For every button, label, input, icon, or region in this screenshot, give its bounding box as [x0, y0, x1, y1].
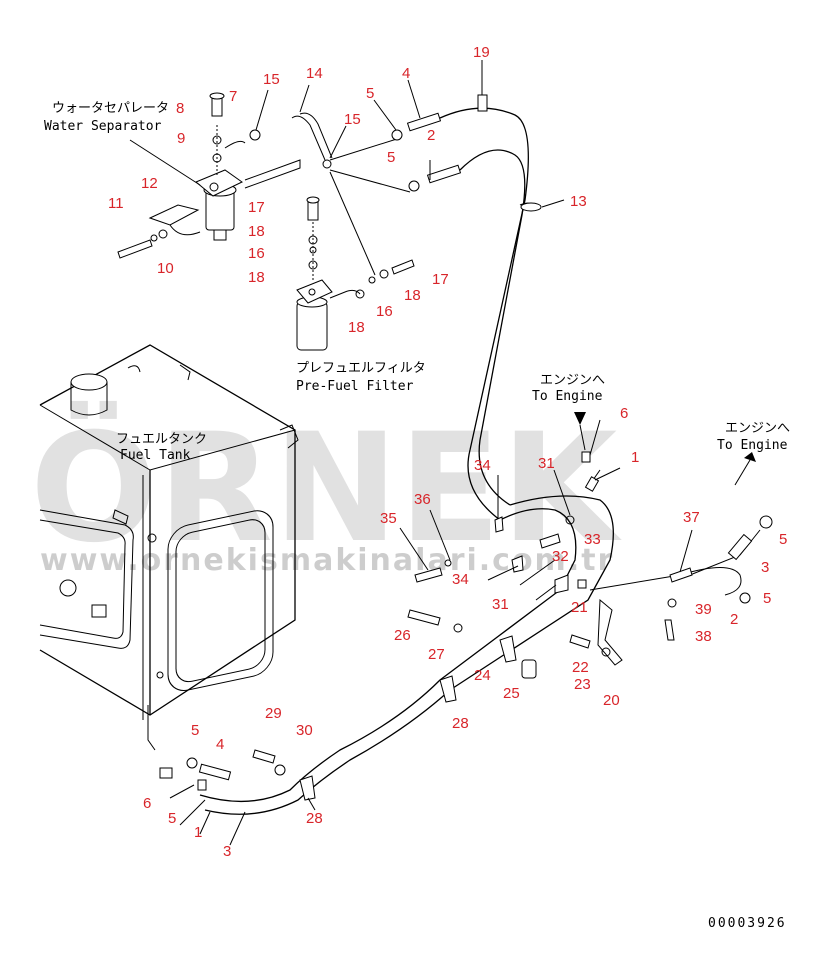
- callout-9[interactable]: 9: [177, 130, 185, 147]
- water-separator-label-en: Water Separator: [44, 119, 162, 134]
- fuel-tank-label-en: Fuel Tank: [120, 448, 191, 463]
- callout-2[interactable]: 2: [427, 127, 435, 144]
- callout-6[interactable]: 6: [143, 795, 151, 812]
- callout-30[interactable]: 30: [296, 722, 313, 739]
- callout-11[interactable]: 11: [108, 195, 124, 212]
- callout-18[interactable]: 18: [404, 287, 421, 304]
- pre-fuel-filter-label-jp: プレフュエルフィルタ: [296, 361, 426, 376]
- callout-31[interactable]: 31: [538, 455, 555, 472]
- callout-29[interactable]: 29: [265, 705, 282, 722]
- to-engine-label-jp: エンジンへ: [540, 373, 605, 388]
- to-engine-label-en: To Engine: [532, 389, 603, 404]
- callout-6[interactable]: 6: [620, 405, 628, 422]
- callout-5[interactable]: 5: [387, 149, 395, 166]
- callout-12[interactable]: 12: [141, 175, 158, 192]
- callout-34[interactable]: 34: [474, 457, 491, 474]
- callout-5[interactable]: 5: [191, 722, 199, 739]
- callout-18[interactable]: 18: [348, 319, 365, 336]
- callout-2[interactable]: 2: [730, 611, 738, 628]
- callout-15[interactable]: 15: [344, 111, 361, 128]
- callout-23[interactable]: 23: [574, 676, 591, 693]
- callout-18[interactable]: 18: [248, 269, 265, 286]
- callout-39[interactable]: 39: [695, 601, 712, 618]
- callout-17[interactable]: 17: [432, 271, 449, 288]
- callout-31[interactable]: 31: [492, 596, 509, 613]
- to-engine-label-en: To Engine: [717, 438, 788, 453]
- callout-19[interactable]: 19: [473, 44, 490, 61]
- callout-32[interactable]: 32: [552, 548, 569, 565]
- lower-hoses: [159, 412, 773, 815]
- callout-1[interactable]: 1: [194, 824, 202, 841]
- callout-36[interactable]: 36: [414, 491, 431, 508]
- callout-26[interactable]: 26: [394, 627, 411, 644]
- callout-15[interactable]: 15: [263, 71, 280, 88]
- callout-8[interactable]: 8: [176, 100, 184, 117]
- callout-34[interactable]: 34: [452, 571, 469, 588]
- upper-hoses: [244, 94, 542, 521]
- callout-7[interactable]: 7: [229, 88, 237, 105]
- callout-16[interactable]: 16: [248, 245, 265, 262]
- pre-fuel-filter: プレフュエルフィルタ Pre-Fuel Filter: [296, 196, 426, 394]
- fuel-tank: フュエルタンク Fuel Tank: [39, 344, 299, 751]
- drawing-number: 00003926: [708, 916, 787, 931]
- callouts: 19 4 14 15 7 8 5 15 2 9 5 12 13 11 17 18…: [108, 44, 787, 860]
- callout-1[interactable]: 1: [631, 449, 639, 466]
- callout-28[interactable]: 28: [306, 810, 323, 827]
- callout-14[interactable]: 14: [306, 65, 323, 82]
- callout-37[interactable]: 37: [683, 509, 700, 526]
- water-separator: ウォータセパレータ Water Separator: [44, 92, 246, 259]
- water-separator-label-jp: ウォータセパレータ: [52, 101, 169, 116]
- callout-4[interactable]: 4: [402, 65, 410, 82]
- callout-13[interactable]: 13: [570, 193, 587, 210]
- callout-38[interactable]: 38: [695, 628, 712, 645]
- callout-21[interactable]: 21: [571, 599, 588, 616]
- callout-18[interactable]: 18: [248, 223, 265, 240]
- callout-17[interactable]: 17: [248, 199, 265, 216]
- callout-5[interactable]: 5: [779, 531, 787, 548]
- callout-28[interactable]: 28: [452, 715, 469, 732]
- callout-16[interactable]: 16: [376, 303, 393, 320]
- callout-5[interactable]: 5: [168, 810, 176, 827]
- callout-4[interactable]: 4: [216, 736, 224, 753]
- leader-lines: [169, 60, 693, 846]
- watermark-url: www.ornekismakinalari.com.tr: [40, 543, 614, 578]
- callout-10[interactable]: 10: [157, 260, 174, 277]
- to-engine-labels: エンジンへ To Engine エンジンへ To Engine: [532, 373, 790, 453]
- callout-24[interactable]: 24: [474, 667, 491, 684]
- to-engine-arrow-icon: [574, 412, 586, 425]
- callout-25[interactable]: 25: [503, 685, 520, 702]
- callout-20[interactable]: 20: [603, 692, 620, 709]
- callout-35[interactable]: 35: [380, 510, 397, 527]
- callout-5[interactable]: 5: [366, 85, 374, 102]
- watermark: ÖRNEK www.ornekismakinalari.com.tr: [30, 400, 622, 578]
- callout-33[interactable]: 33: [584, 531, 601, 548]
- fuel-tank-label-jp: フュエルタンク: [116, 432, 207, 447]
- callout-27[interactable]: 27: [428, 646, 445, 663]
- pre-fuel-filter-label-en: Pre-Fuel Filter: [296, 379, 414, 394]
- callout-22[interactable]: 22: [572, 659, 589, 676]
- to-engine-arrow-icon: [744, 452, 756, 462]
- callout-3[interactable]: 3: [223, 843, 231, 860]
- callout-3[interactable]: 3: [761, 559, 769, 576]
- watermark-logo: ÖRNEK: [30, 400, 622, 576]
- to-engine-label-jp: エンジンへ: [725, 421, 790, 436]
- callout-5[interactable]: 5: [763, 590, 771, 607]
